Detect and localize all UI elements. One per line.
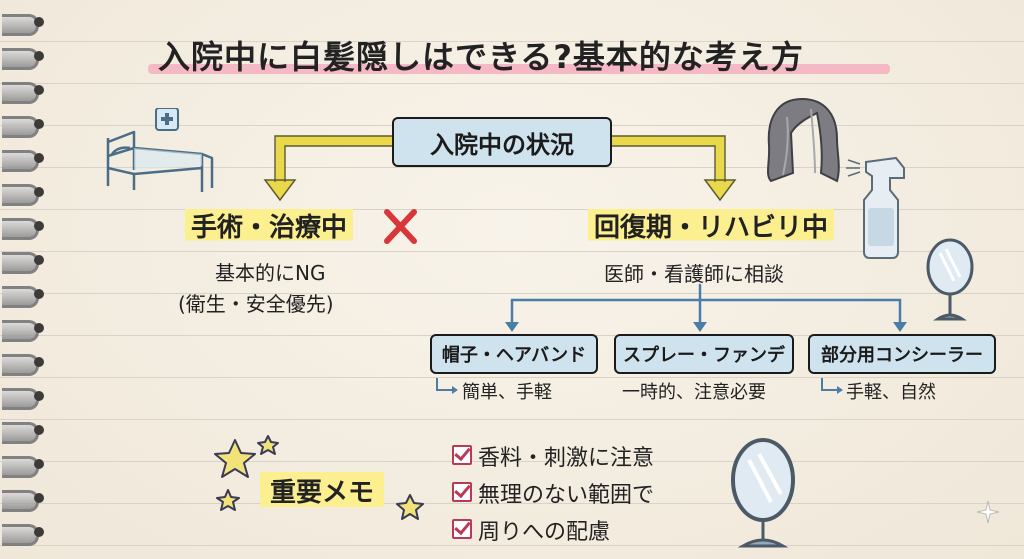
right-arrowhead [703, 179, 737, 202]
binding-hole [34, 119, 44, 129]
option-label: スプレー・ファンデ [623, 345, 785, 366]
binding-hole [34, 391, 44, 401]
binding-hole [34, 289, 44, 299]
hand-mirror-icon [926, 238, 974, 321]
memo-item: 香料・刺激に注意 [478, 446, 655, 471]
right-branch-note: 医師・看護師に相談 [604, 262, 784, 286]
binding-hole [34, 221, 44, 231]
option-box: 帽子・ヘアバンド [430, 334, 598, 374]
standing-mirror-icon [731, 438, 795, 548]
binding-hole [34, 493, 44, 503]
memo-item: 周りへの配慮 [478, 520, 611, 545]
right-branch-label: 回復期・リハビリ中 [588, 207, 835, 244]
star-icon [257, 435, 279, 455]
option-note: 簡単、手軽 [462, 382, 552, 403]
bed-icon [106, 108, 214, 192]
memo-item: 無理のない範囲で [478, 483, 655, 508]
binding-hole [34, 51, 44, 61]
check-icon [452, 445, 472, 465]
star-icon [214, 439, 256, 478]
option-arrows [510, 283, 902, 327]
option-label: 帽子・ヘアバンド [441, 345, 587, 366]
note-arrow-icon [821, 378, 837, 391]
option-box: 部分用コンシーラー [808, 334, 996, 374]
left-branch-note: 基本的にNG [215, 261, 326, 285]
binding-hole [34, 527, 44, 537]
title-underline [148, 64, 890, 74]
option-note: 一時的、注意必要 [622, 382, 766, 403]
binding-hole [34, 17, 44, 27]
page-title: 入院中に白髪隠しはできる?基本的な考え方 [158, 38, 804, 76]
binding-hole [34, 255, 44, 265]
spray-bottle-icon [846, 156, 905, 259]
left-branch-label: 手術・治療中 [185, 207, 354, 244]
binding-hole [34, 153, 44, 163]
sparkle-icon [976, 500, 1000, 524]
note-arrow-icon [436, 378, 452, 391]
hair-icon [766, 97, 840, 183]
right-main-arrow [607, 136, 725, 187]
option-label: 部分用コンシーラー [821, 345, 983, 366]
option-note: 手軽、自然 [846, 382, 936, 403]
left-main-arrow [275, 136, 397, 187]
binding-hole [34, 357, 44, 367]
center-node-label: 入院中の状況 [430, 130, 574, 159]
binding-hole [34, 459, 44, 469]
check-icon [452, 519, 472, 539]
binding-hole [34, 323, 44, 333]
check-icon [452, 482, 472, 502]
center-node: 入院中の状況 [392, 117, 612, 167]
option-box: スプレー・ファンデ [614, 334, 794, 374]
binding-hole [34, 85, 44, 95]
binding-hole [34, 187, 44, 197]
left-branch-note-detail: (衛生・安全優先) [178, 292, 334, 316]
memo-title: 重要メモ [260, 470, 385, 511]
main-arrows [275, 136, 725, 187]
ng-cross-icon [384, 209, 417, 244]
star-icon [216, 489, 240, 511]
binding-hole [34, 425, 44, 435]
star-icon [396, 494, 424, 520]
left-arrowhead [263, 179, 297, 202]
